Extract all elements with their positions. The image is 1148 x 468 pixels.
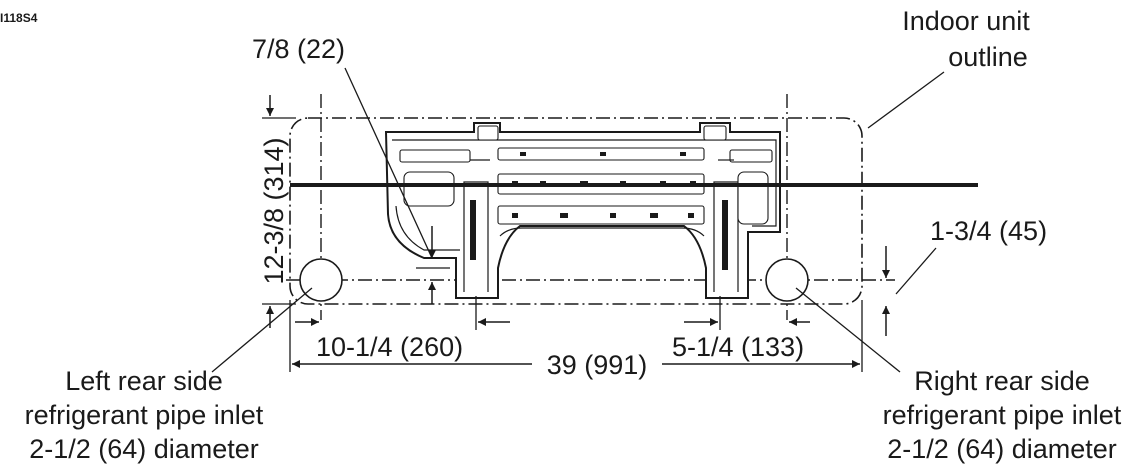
right-offset-dim-label: 1-3/4 (45) — [930, 216, 1047, 246]
left-inlet-label-line2: refrigerant pipe inlet — [25, 400, 264, 430]
outline-leader — [867, 71, 945, 129]
indoor-unit-outline — [289, 117, 863, 305]
figure-code: I118S4 — [0, 11, 38, 25]
right-inlet-label-line1: Right rear side — [914, 366, 1090, 396]
overall-width-dim-label: 39 (991) — [547, 350, 648, 380]
right-inlet-label-line2: refrigerant pipe inlet — [883, 400, 1122, 430]
left-inlet-label-line1: Left rear side — [65, 366, 223, 396]
right-pipe-inlet-hole — [765, 258, 809, 302]
left-pipe-inlet-hole — [299, 258, 343, 302]
right-pipe-dimension — [684, 296, 810, 330]
overall-width-dimension — [289, 300, 863, 372]
left-inlet-label-line3: 2-1/2 (64) diameter — [29, 434, 259, 464]
right-pipe-dim-label: 5-1/4 (133) — [672, 332, 804, 362]
height-dim-label: 12-3/8 (314) — [259, 137, 289, 284]
right-offset-dimension — [882, 246, 937, 336]
indoor-unit-label-line1: Indoor unit — [902, 6, 1030, 36]
left-inlet-leader — [211, 287, 313, 373]
right-inlet-label-line3: 2-1/2 (64) diameter — [887, 434, 1117, 464]
left-pipe-dim-label: 10-1/4 (260) — [316, 332, 463, 362]
top-dim-label: 7/8 (22) — [252, 34, 345, 64]
mounting-plate — [384, 122, 781, 299]
left-pipe-dimension — [295, 296, 510, 330]
right-inlet-leader — [795, 287, 901, 373]
indoor-unit-label-line2: outline — [948, 42, 1028, 72]
top-offset-dimension — [344, 67, 450, 304]
